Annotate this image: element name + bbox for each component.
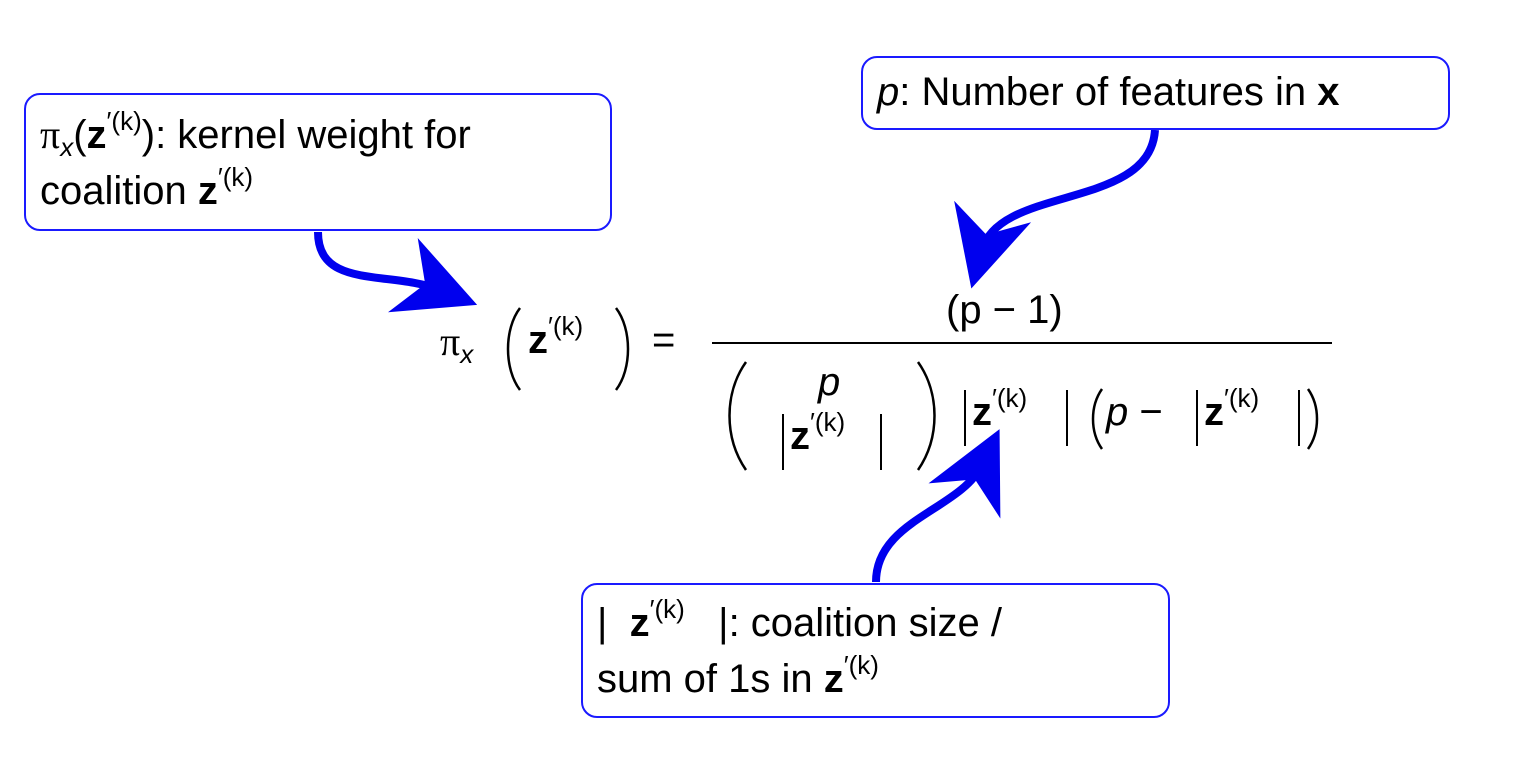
- diff-p-minus: p −: [1106, 390, 1163, 434]
- features-callout: p: Number of features in x: [861, 56, 1450, 130]
- diff-left-paren: [1091, 388, 1104, 450]
- binom-top: p: [818, 360, 841, 404]
- binom-left-paren: [728, 361, 748, 471]
- coalition-size-callout: | z′(k) |: coalition size / sum of 1s in…: [581, 583, 1170, 718]
- binom-bottom-right-bar: [880, 414, 882, 470]
- lhs-left-paren: [506, 307, 522, 391]
- kernel-weight-callout: πx(z′(k)): kernel weight for coalition z…: [24, 93, 612, 231]
- features-arrow: [954, 129, 1159, 289]
- lhs-right-paren: [614, 307, 630, 391]
- binom-bottom: z′(k): [790, 407, 846, 458]
- abs-z: z′(k): [972, 383, 1028, 434]
- equation-lhs: πx: [440, 319, 474, 369]
- abs2-left-bar: [1196, 390, 1198, 446]
- equation-lhs-z: z′(k): [528, 311, 584, 362]
- kernel-callout-line2: coalition z′(k): [40, 162, 254, 213]
- size-callout-line1: | z′(k) |: coalition size /: [597, 594, 1003, 645]
- binom-bottom-left-bar: [782, 414, 784, 470]
- abs2-z: z′(k): [1204, 383, 1260, 434]
- diff-right-paren: [1306, 388, 1319, 450]
- binom-right-paren: [916, 361, 936, 471]
- fraction-bar: [712, 342, 1332, 344]
- kernel-arrow: [314, 231, 478, 313]
- abs-right-bar: [1066, 390, 1068, 446]
- kernel-callout-line1: πx(z′(k)): kernel weight for: [40, 106, 471, 162]
- equals-sign: =: [652, 318, 676, 362]
- size-arrow: [872, 429, 1001, 583]
- abs2-right-bar: [1298, 390, 1300, 446]
- fraction-numerator: (p − 1): [946, 288, 1063, 332]
- size-callout-line2: sum of 1s in z′(k): [597, 650, 879, 701]
- abs-left-bar: [964, 390, 966, 446]
